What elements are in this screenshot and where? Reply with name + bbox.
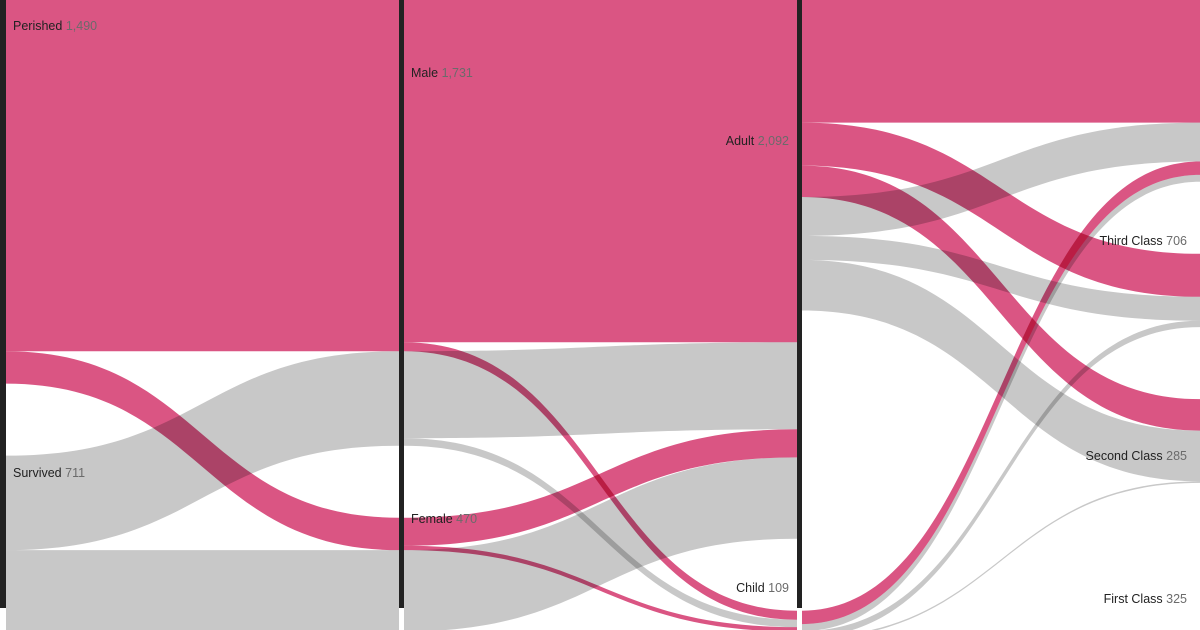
- node-label-child: Child 109: [736, 581, 789, 595]
- node-label-adult: Adult 2,092: [726, 134, 789, 148]
- stage-bar-outcome: [0, 0, 6, 608]
- flow-adult-to-first-class-survived: [802, 259, 1200, 482]
- flow-adult-to-third-class-perished: [802, 0, 1200, 123]
- node-label-third-class: Third Class 706: [1099, 234, 1187, 248]
- stage-bars: [0, 0, 802, 608]
- flow-adult-to-second-class-perished: [802, 122, 1200, 297]
- flow-adult-to-third-class-survived: [802, 122, 1200, 236]
- flow-perished-to-male-perished: [6, 0, 399, 352]
- flow-survived-to-male-survived: [6, 351, 399, 551]
- flow-female-to-child-perished: [404, 545, 797, 630]
- stage-bar-age: [797, 0, 802, 608]
- flow-layer: [6, 0, 1200, 630]
- node-label-female: Female 470: [411, 512, 477, 526]
- node-label-perished: Perished 1,490: [13, 19, 97, 33]
- flow-male-to-adult-perished: [404, 0, 797, 343]
- flow-survived-to-female-survived: [6, 550, 399, 630]
- flow-male-to-adult-survived: [404, 342, 797, 439]
- node-label-second-class: Second Class 285: [1086, 449, 1188, 463]
- flow-adult-to-second-class-survived: [802, 235, 1200, 321]
- flow-female-to-adult-perished: [404, 429, 797, 546]
- node-label-male: Male 1,731: [411, 66, 473, 80]
- stage-bar-sex: [399, 0, 404, 608]
- flow-child-to-third-class-perished: [802, 161, 1200, 625]
- flow-adult-to-first-class-perished: [802, 165, 1200, 431]
- flow-child-to-third-class-survived: [802, 174, 1200, 630]
- flow-female-to-adult-survived: [404, 457, 797, 630]
- node-label-first-class: First Class 325: [1104, 592, 1187, 606]
- node-labels: Perished 1,490 Survived 711 Male 1,731 F…: [13, 19, 1187, 606]
- node-label-survived: Survived 711: [13, 466, 85, 480]
